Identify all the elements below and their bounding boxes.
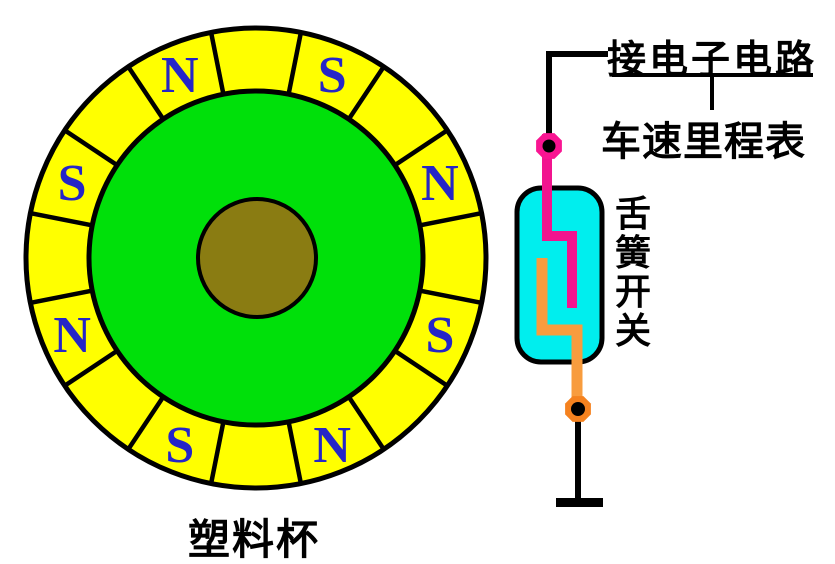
pole-label: S	[58, 155, 87, 212]
pole-label: N	[53, 307, 91, 364]
divider-line	[125, 394, 166, 452]
reed-switch-capsule	[514, 185, 605, 365]
divider-line	[392, 127, 450, 168]
pole-label: N	[421, 155, 459, 212]
pole-label: S	[165, 417, 194, 474]
pole-letters: S N S N S N S N	[53, 47, 458, 474]
speed-odometer-label: 车速里程表	[601, 120, 806, 164]
bottom-terminal-dot	[571, 402, 585, 416]
divider-line	[392, 348, 450, 389]
divider-line	[418, 210, 484, 228]
connect-electronic-circuit-label: 接电子电路	[607, 39, 818, 82]
top-wire	[546, 51, 608, 142]
top-terminal	[536, 133, 562, 159]
divider-line	[62, 348, 120, 389]
divider-line	[62, 127, 120, 168]
divider-line	[125, 64, 166, 122]
pole-label: S	[425, 307, 454, 364]
axle-hub-circle	[196, 197, 318, 319]
reed-switch-circuit	[514, 51, 813, 507]
divider-line	[286, 30, 304, 96]
divider-line	[346, 394, 387, 452]
bottom-reed-contact	[536, 258, 583, 404]
plastic-cup-caption: 塑料杯	[188, 516, 321, 563]
segment-divider-lines	[28, 30, 484, 486]
pole-label: N	[313, 417, 351, 474]
pole-label: S	[318, 47, 347, 104]
pole-label: N	[161, 47, 199, 104]
reed-switch-label: 舌簧开关	[615, 193, 652, 351]
divider-line	[28, 288, 94, 306]
divider-line	[208, 420, 226, 486]
top-reed-contact	[542, 134, 577, 308]
magnet-wheel: S N S N S N S N	[23, 25, 489, 491]
divider-line	[286, 420, 304, 486]
ground-bar	[556, 498, 603, 507]
divider-line	[28, 210, 94, 228]
bottom-terminal	[565, 396, 591, 422]
divider-line	[418, 288, 484, 306]
divider-line	[208, 30, 226, 96]
top-terminal-dot	[542, 139, 556, 153]
divider-line	[346, 64, 387, 122]
